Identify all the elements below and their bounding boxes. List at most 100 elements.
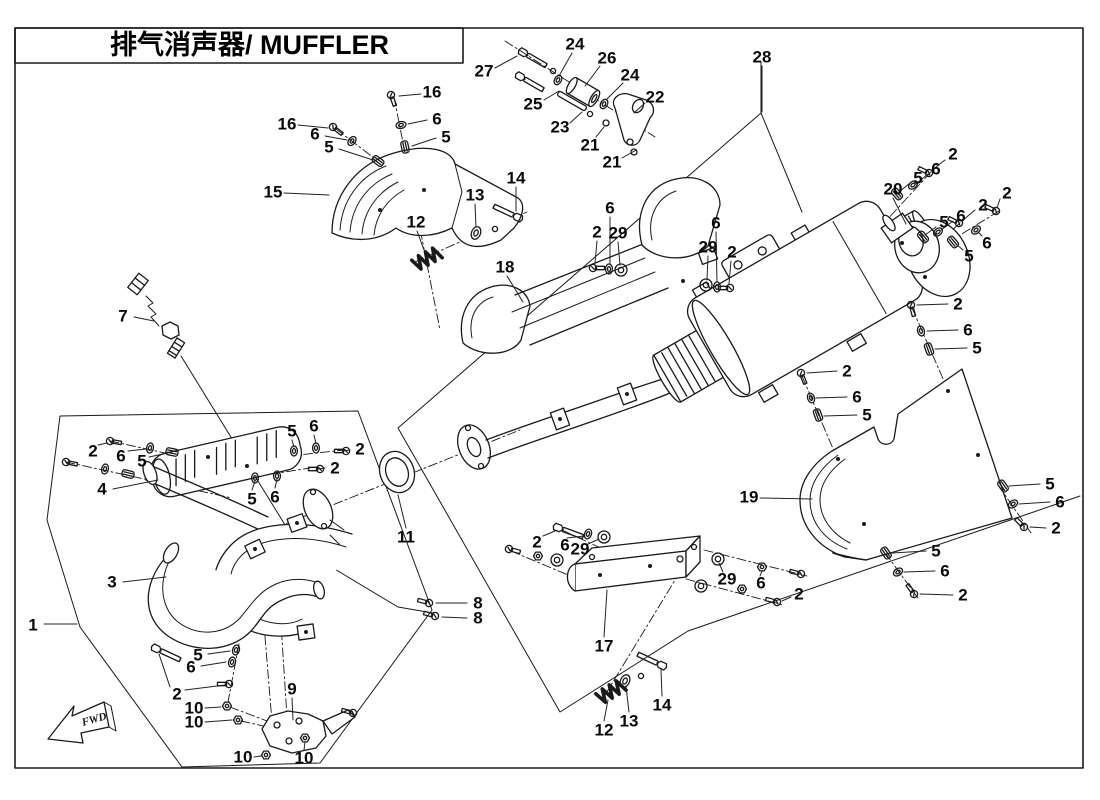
callout-10: 10 [234, 748, 253, 767]
leader-line-2 [916, 303, 949, 306]
leader-line-6 [566, 535, 585, 539]
callout-2: 2 [532, 533, 541, 552]
collector-flange [302, 488, 334, 530]
callout-6: 6 [432, 110, 441, 129]
leader-line-4 [112, 479, 159, 490]
callout-5: 5 [913, 169, 922, 188]
callout-3: 3 [107, 573, 116, 592]
callout-6: 6 [605, 199, 614, 218]
callout-18: 18 [496, 258, 515, 277]
callout-6: 6 [270, 488, 279, 507]
leader-line-2 [806, 370, 838, 374]
callout-16: 16 [278, 115, 297, 134]
title-box [14, 27, 464, 64]
page-border [14, 27, 1084, 769]
callout-8: 8 [473, 594, 482, 613]
leader-line-17 [603, 589, 608, 638]
leader-line-13 [474, 203, 477, 228]
leader-line-6 [1018, 501, 1051, 505]
callout-6: 6 [310, 125, 319, 144]
callout-5: 5 [939, 213, 948, 232]
callout-5: 5 [1045, 475, 1054, 494]
callout-8: 8 [473, 609, 482, 628]
callout-14: 14 [507, 169, 526, 188]
callout-6: 6 [931, 160, 940, 179]
callout-2: 2 [978, 196, 987, 215]
callout-6: 6 [309, 417, 318, 436]
callout-16: 16 [423, 83, 442, 102]
leader-line-20 [892, 197, 907, 225]
leader-line-15 [283, 192, 330, 196]
callout-24: 24 [566, 35, 585, 54]
leader-line-25 [543, 90, 560, 101]
leader-line-6 [715, 231, 718, 283]
leader-line-24 [558, 52, 573, 77]
callout-13: 13 [620, 712, 639, 731]
leader-line-9 [291, 697, 294, 721]
leader-line-5 [338, 148, 374, 161]
leader-line-21 [621, 149, 637, 159]
leader-line-5 [291, 439, 295, 448]
part-3-front-pipe [147, 542, 326, 649]
callout-10: 10 [295, 749, 314, 768]
bushing-26 [565, 76, 601, 108]
callout-24: 24 [621, 66, 640, 85]
callout-9: 9 [287, 680, 296, 699]
callout-6: 6 [956, 207, 965, 226]
callout-5: 5 [972, 339, 981, 358]
leader-line-12 [416, 230, 425, 251]
leader-line-5 [955, 243, 964, 251]
callout-19: 19 [740, 488, 759, 507]
part-9-bracket [221, 701, 359, 760]
callout-6: 6 [982, 234, 991, 253]
callout-5: 5 [441, 128, 450, 147]
leader-line-22 [633, 102, 646, 114]
leader-line-6 [903, 570, 936, 573]
callout-6: 6 [852, 388, 861, 407]
leader-line-12 [603, 699, 609, 722]
leader-line-5 [1008, 483, 1041, 487]
leader-line-2 [728, 260, 732, 285]
callout-29: 29 [571, 540, 590, 559]
part-20-end-cap [880, 212, 971, 298]
callout-29: 29 [718, 570, 737, 589]
muffler-body [652, 200, 937, 403]
callout-6: 6 [1055, 493, 1064, 512]
leader-line-2 [919, 593, 954, 596]
part-11-gasket [378, 450, 416, 494]
leader-line-2 [342, 449, 351, 452]
callout-12: 12 [595, 721, 614, 740]
callout-25: 25 [524, 95, 543, 114]
leader-line-2 [97, 442, 108, 446]
callout-7: 7 [118, 307, 127, 326]
leader-line-5 [823, 414, 858, 417]
leader-line-5 [924, 226, 937, 236]
callout-28: 28 [753, 48, 772, 67]
callout-6: 6 [940, 562, 949, 581]
leader-line-6 [759, 570, 763, 577]
leader-line-6 [977, 231, 983, 237]
leader-line-6 [274, 478, 278, 489]
callout-26: 26 [598, 49, 617, 68]
leader-line-3 [122, 576, 167, 583]
part-18-heat-shield-upper [460, 177, 721, 354]
page-title: 排气消声器/ MUFFLER [110, 30, 389, 60]
leader-line-21 [595, 126, 605, 138]
leader-line-26 [584, 65, 601, 87]
callout-2: 2 [727, 243, 736, 262]
leader-line-5 [251, 480, 256, 491]
callout-2: 2 [953, 295, 962, 314]
leader-line-2 [1029, 526, 1047, 529]
leader-line-11 [397, 494, 407, 529]
leader-line-6 [407, 119, 428, 125]
leader-line-6 [915, 173, 929, 185]
leader-line-13 [625, 685, 630, 713]
callout-6: 6 [711, 214, 720, 233]
leader-line-10 [204, 706, 222, 709]
leader-line-6 [313, 434, 317, 445]
callout-2: 2 [1002, 184, 1011, 203]
callout-2: 2 [592, 223, 601, 242]
callout-2: 2 [88, 442, 97, 461]
leader-lines [43, 52, 1051, 758]
leader-line-23 [569, 111, 583, 124]
